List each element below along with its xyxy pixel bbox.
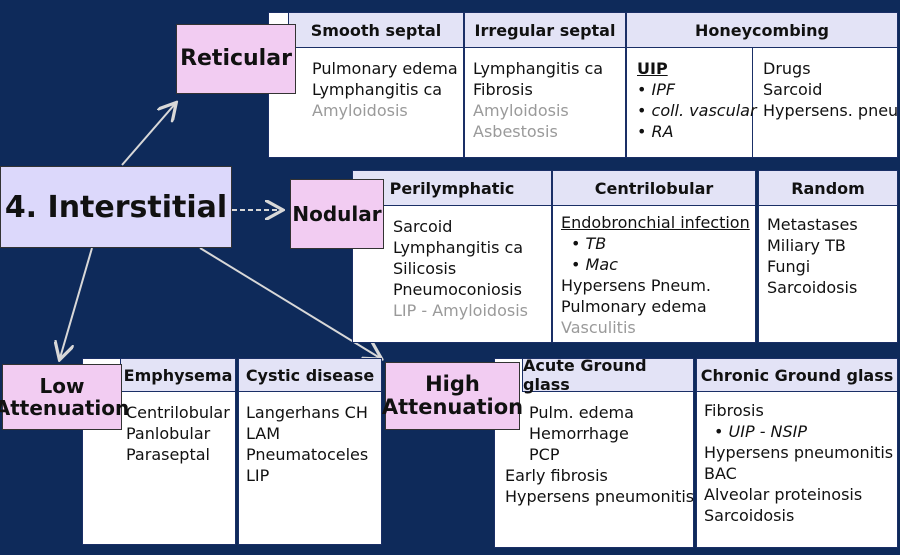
list-item: Fibrosis bbox=[704, 401, 764, 420]
arrow-to-high-attenuation bbox=[199, 247, 380, 358]
list-item: Silicosis bbox=[393, 259, 457, 278]
list-item: Fungi bbox=[767, 257, 811, 276]
list-item: BAC bbox=[704, 464, 737, 483]
list-item: Asbestosis bbox=[473, 122, 558, 141]
list-item: Sarcoidosis bbox=[704, 506, 795, 525]
cystic-header: Cystic disease bbox=[238, 358, 382, 392]
centrilobular-header: Centrilobular bbox=[552, 170, 756, 206]
list-item: PCP bbox=[529, 445, 560, 464]
honeycombing-divider bbox=[752, 48, 753, 158]
list-item: Centrilobular bbox=[126, 403, 230, 422]
nodular-label: Nodular bbox=[290, 179, 384, 249]
list-item: Amyloidosis bbox=[312, 101, 408, 120]
list-item: Sarcoid bbox=[393, 217, 453, 236]
arrow-to-low-attenuation bbox=[60, 247, 93, 358]
endobronchial-label: Endobronchial infection bbox=[561, 213, 750, 232]
list-item: Paraseptal bbox=[126, 445, 210, 464]
list-item: Hypersens pneumonitis bbox=[704, 443, 894, 462]
smooth-septal-header: Smooth septal bbox=[288, 12, 464, 48]
high-attenuation-line2: Attenuation bbox=[381, 395, 524, 419]
list-item: Miliary TB bbox=[767, 236, 846, 255]
list-item: Sarcoidosis bbox=[767, 278, 858, 297]
irregular-septal-header: Irregular septal bbox=[464, 12, 626, 48]
low-attenuation-line1: Low bbox=[39, 374, 85, 398]
list-item: • UIP - NSIP bbox=[714, 422, 808, 441]
cystic-list: Langerhans CH LAM Pneumatoceles LIP bbox=[246, 402, 368, 486]
list-item: Pulmonary edema bbox=[561, 297, 707, 316]
list-item: • TB bbox=[571, 234, 607, 253]
list-item: Drugs bbox=[763, 59, 811, 78]
list-item: Early fibrosis bbox=[505, 466, 608, 485]
list-item: Hypersens. pneu bbox=[763, 101, 899, 120]
smooth-septal-list: Pulmonary edema Lymphangitis ca Amyloido… bbox=[312, 58, 458, 121]
list-item: Langerhans CH bbox=[246, 403, 368, 422]
emphysema-list: Centrilobular Panlobular Paraseptal bbox=[126, 402, 230, 465]
list-item: • RA bbox=[637, 122, 674, 141]
list-item: LIP bbox=[246, 466, 270, 485]
list-item: LAM bbox=[246, 424, 281, 443]
list-item: Pneumoconiosis bbox=[393, 280, 522, 299]
list-item: Lymphangitis ca bbox=[393, 238, 524, 257]
list-item: Alveolar proteinosis bbox=[704, 485, 863, 504]
list-item: • coll. vascular bbox=[637, 101, 757, 120]
high-attenuation-line1: High bbox=[425, 371, 480, 396]
irregular-septal-list: Lymphangitis ca Fibrosis Amyloidosis Asb… bbox=[473, 58, 603, 142]
centrilobular-list: Endobronchial infection • TB • Mac Hyper… bbox=[561, 212, 750, 338]
random-list: Metastases Miliary TB Fungi Sarcoidosis bbox=[767, 214, 858, 298]
main-title: 4. Interstitial bbox=[0, 166, 232, 248]
low-attenuation-label: Low Attenuation bbox=[0, 364, 129, 430]
arrow-to-reticular bbox=[121, 104, 175, 166]
honeycombing-header: Honeycombing bbox=[626, 12, 898, 48]
chronic-ground-glass-header: Chronic Ground glass bbox=[696, 358, 898, 392]
list-item: Sarcoid bbox=[763, 80, 823, 99]
perilymphatic-header: Perilymphatic bbox=[352, 170, 552, 206]
list-item: LIP - Amyloidosis bbox=[393, 301, 528, 320]
list-item: Metastases bbox=[767, 215, 858, 234]
honeycombing-uip-list: UIP • IPF • coll. vascular • RA bbox=[637, 58, 757, 142]
list-item: Hypersens pneumonitis bbox=[505, 487, 695, 506]
low-attenuation-line2: Attenuation bbox=[0, 396, 130, 420]
list-item: Pulm. edema bbox=[529, 403, 634, 422]
list-item: Lymphangitis ca bbox=[312, 80, 443, 99]
list-item: Fibrosis bbox=[473, 80, 533, 99]
list-item: • Mac bbox=[571, 255, 618, 274]
honeycombing-other-list: Drugs Sarcoid Hypersens. pneu bbox=[763, 58, 898, 121]
list-item: Pulmonary edema bbox=[312, 59, 458, 78]
list-item: Amyloidosis bbox=[473, 101, 569, 120]
list-item: • IPF bbox=[637, 80, 676, 99]
acute-ground-glass-header: Acute Ground glass bbox=[522, 356, 694, 394]
chronic-ground-glass-list: Fibrosis • UIP - NSIP Hypersens pneumoni… bbox=[704, 400, 893, 526]
list-item: Hypersens Pneum. bbox=[561, 276, 711, 295]
reticular-label: Reticular bbox=[176, 24, 296, 94]
random-header: Random bbox=[758, 170, 898, 206]
list-item: Hemorrhage bbox=[529, 424, 629, 443]
list-item: Lymphangitis ca bbox=[473, 59, 604, 78]
acute-ground-glass-list-2: Early fibrosis Hypersens pneumonitis bbox=[505, 465, 694, 507]
emphysema-header: Emphysema bbox=[120, 358, 236, 392]
list-item: Panlobular bbox=[126, 424, 211, 443]
uip-label: UIP bbox=[637, 59, 668, 78]
list-item: Vasculitis bbox=[561, 318, 636, 337]
perilymphatic-list: Sarcoid Lymphangitis ca Silicosis Pneumo… bbox=[393, 216, 528, 321]
list-item: Pneumatoceles bbox=[246, 445, 369, 464]
high-attenuation-label: High Attenuation bbox=[381, 362, 524, 430]
acute-ground-glass-list: Pulm. edema Hemorrhage PCP bbox=[529, 402, 634, 465]
